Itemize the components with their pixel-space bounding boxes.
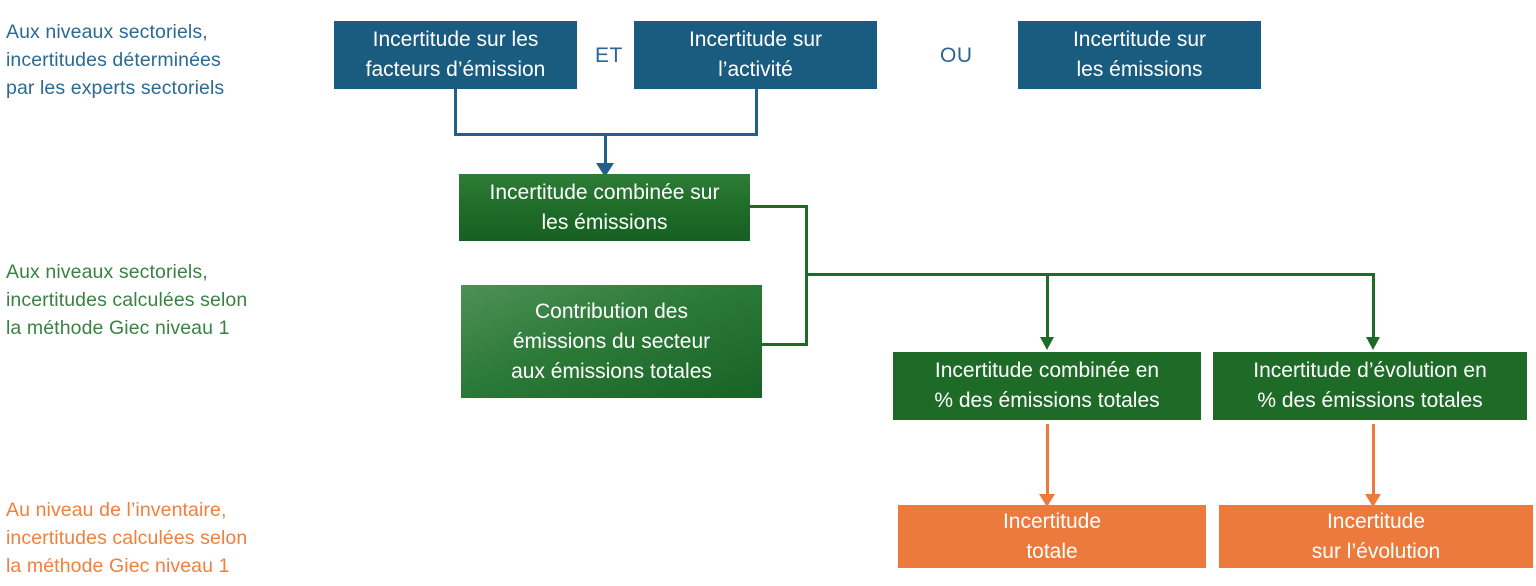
legend-sector-experts: Aux niveaux sectoriels, incertitudes dét… xyxy=(6,21,225,99)
connector-emission-factors-down xyxy=(454,89,457,136)
node-combined-percent[interactable]: Incertitude combinée en % des émissions … xyxy=(893,352,1201,420)
legend-sector-giec: Aux niveaux sectoriels, incertitudes cal… xyxy=(6,261,248,339)
connector-activity-down xyxy=(755,89,758,136)
node-activity[interactable]: Incertitude sur l’activité xyxy=(634,21,877,89)
connector-blue-to-combined xyxy=(604,133,607,166)
legend-inventory-giec: Au niveau de l’inventaire, incertitudes … xyxy=(6,499,248,577)
connector-green-drop-evolution xyxy=(1372,273,1375,339)
node-combined-emissions[interactable]: Incertitude combinée sur les émissions xyxy=(459,174,750,241)
arrow-green-to-evolution-percent-icon xyxy=(1366,337,1380,350)
node-evolution-uncertainty[interactable]: Incertitude sur l’évolution xyxy=(1219,505,1533,568)
arrow-blue-to-combined-icon xyxy=(596,163,614,177)
node-emissions[interactable]: Incertitude sur les émissions xyxy=(1018,21,1261,89)
arrow-orange-to-evolution-icon xyxy=(1365,494,1381,507)
node-evolution-percent[interactable]: Incertitude d’évolution en % des émissio… xyxy=(1213,352,1527,420)
connector-orange-to-evolution xyxy=(1372,424,1375,496)
node-emission-factors[interactable]: Incertitude sur les facteurs d’émission xyxy=(334,21,577,89)
connector-combined-emissions-right xyxy=(750,205,808,208)
operator-or: OU xyxy=(940,44,973,67)
arrow-orange-to-total-icon xyxy=(1039,494,1055,507)
node-total-uncertainty[interactable]: Incertitude totale xyxy=(898,505,1206,568)
node-sector-contribution[interactable]: Contribution des émissions du secteur au… xyxy=(461,285,762,398)
connector-sector-contribution-right xyxy=(762,343,808,346)
connector-green-drop-combined xyxy=(1046,273,1049,339)
connector-orange-to-total xyxy=(1046,424,1049,496)
arrow-green-to-combined-percent-icon xyxy=(1040,337,1054,350)
connector-green-bus xyxy=(805,273,1375,276)
operator-and: ET xyxy=(595,44,623,67)
